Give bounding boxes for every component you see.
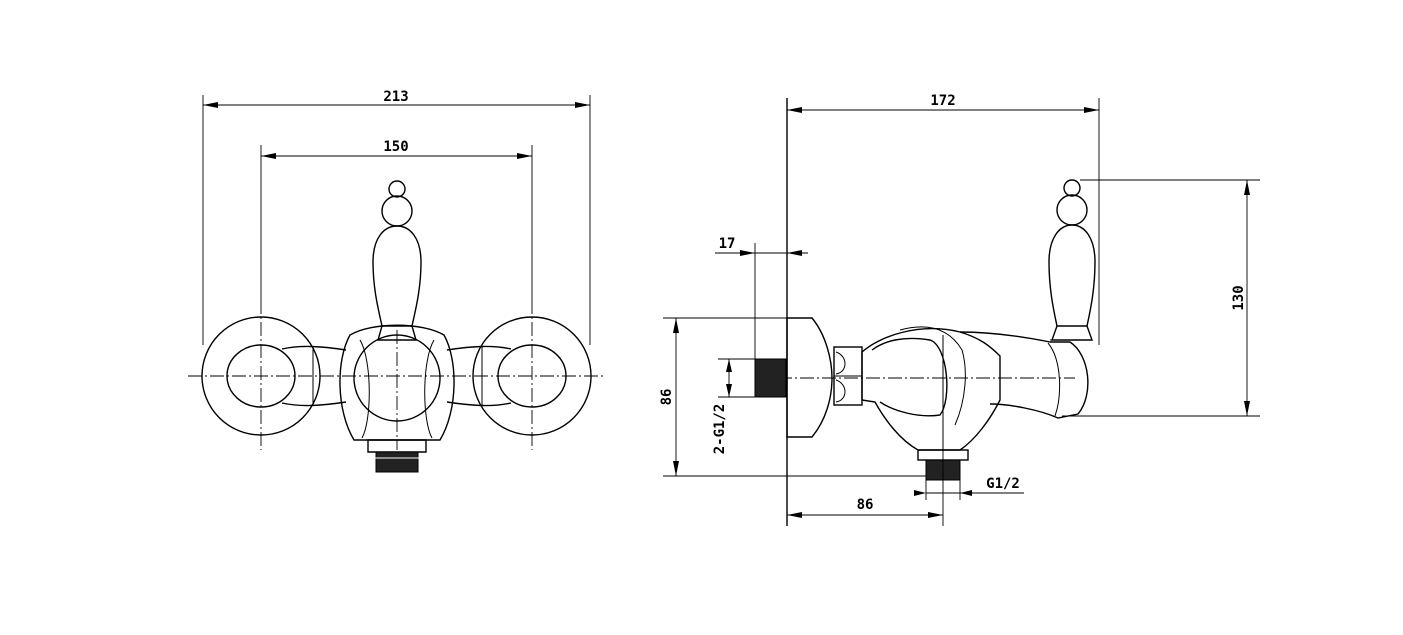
label-escutcheon: 17: [719, 236, 736, 252]
connecting-arms: [281, 345, 512, 407]
label-inlet-height: 86: [659, 389, 675, 406]
label-inlet-thread: 2-G1/2: [712, 404, 728, 455]
side-view: 172 17 130 86: [659, 93, 1260, 526]
side-lever-arm: [959, 331, 1089, 419]
label-overall-width: 213: [383, 89, 408, 105]
dim-height: [1062, 179, 1260, 417]
side-hex-nut: [833, 346, 863, 406]
mixer-body: [339, 324, 455, 453]
label-inlet-centres: 150: [383, 139, 408, 155]
dim-inlet-thread: [718, 358, 755, 398]
dim-inlet-centres: [260, 145, 533, 300]
label-outlet-thread: G1/2: [986, 476, 1020, 492]
side-mixer-body: [861, 326, 1001, 452]
front-view: 213 150: [188, 89, 606, 473]
dim-inlet-height: [663, 317, 926, 477]
dim-outlet-offset: [787, 452, 944, 526]
dim-escutcheon: [715, 243, 808, 359]
label-height: 130: [1231, 285, 1247, 310]
side-inlet-thread: [754, 358, 787, 398]
dim-outlet-thread: [914, 480, 1024, 500]
right-escutcheon: [472, 316, 592, 436]
dim-overall-width: [202, 95, 591, 345]
left-escutcheon: [201, 316, 321, 436]
lever-handle: [372, 180, 422, 341]
front-outlet-thread: [375, 451, 419, 473]
label-depth: 172: [930, 93, 955, 109]
side-lever-handle: [1048, 179, 1096, 341]
dim-depth: [787, 98, 1100, 345]
side-escutcheon: [786, 317, 833, 438]
label-outlet-offset: 86: [857, 497, 874, 513]
